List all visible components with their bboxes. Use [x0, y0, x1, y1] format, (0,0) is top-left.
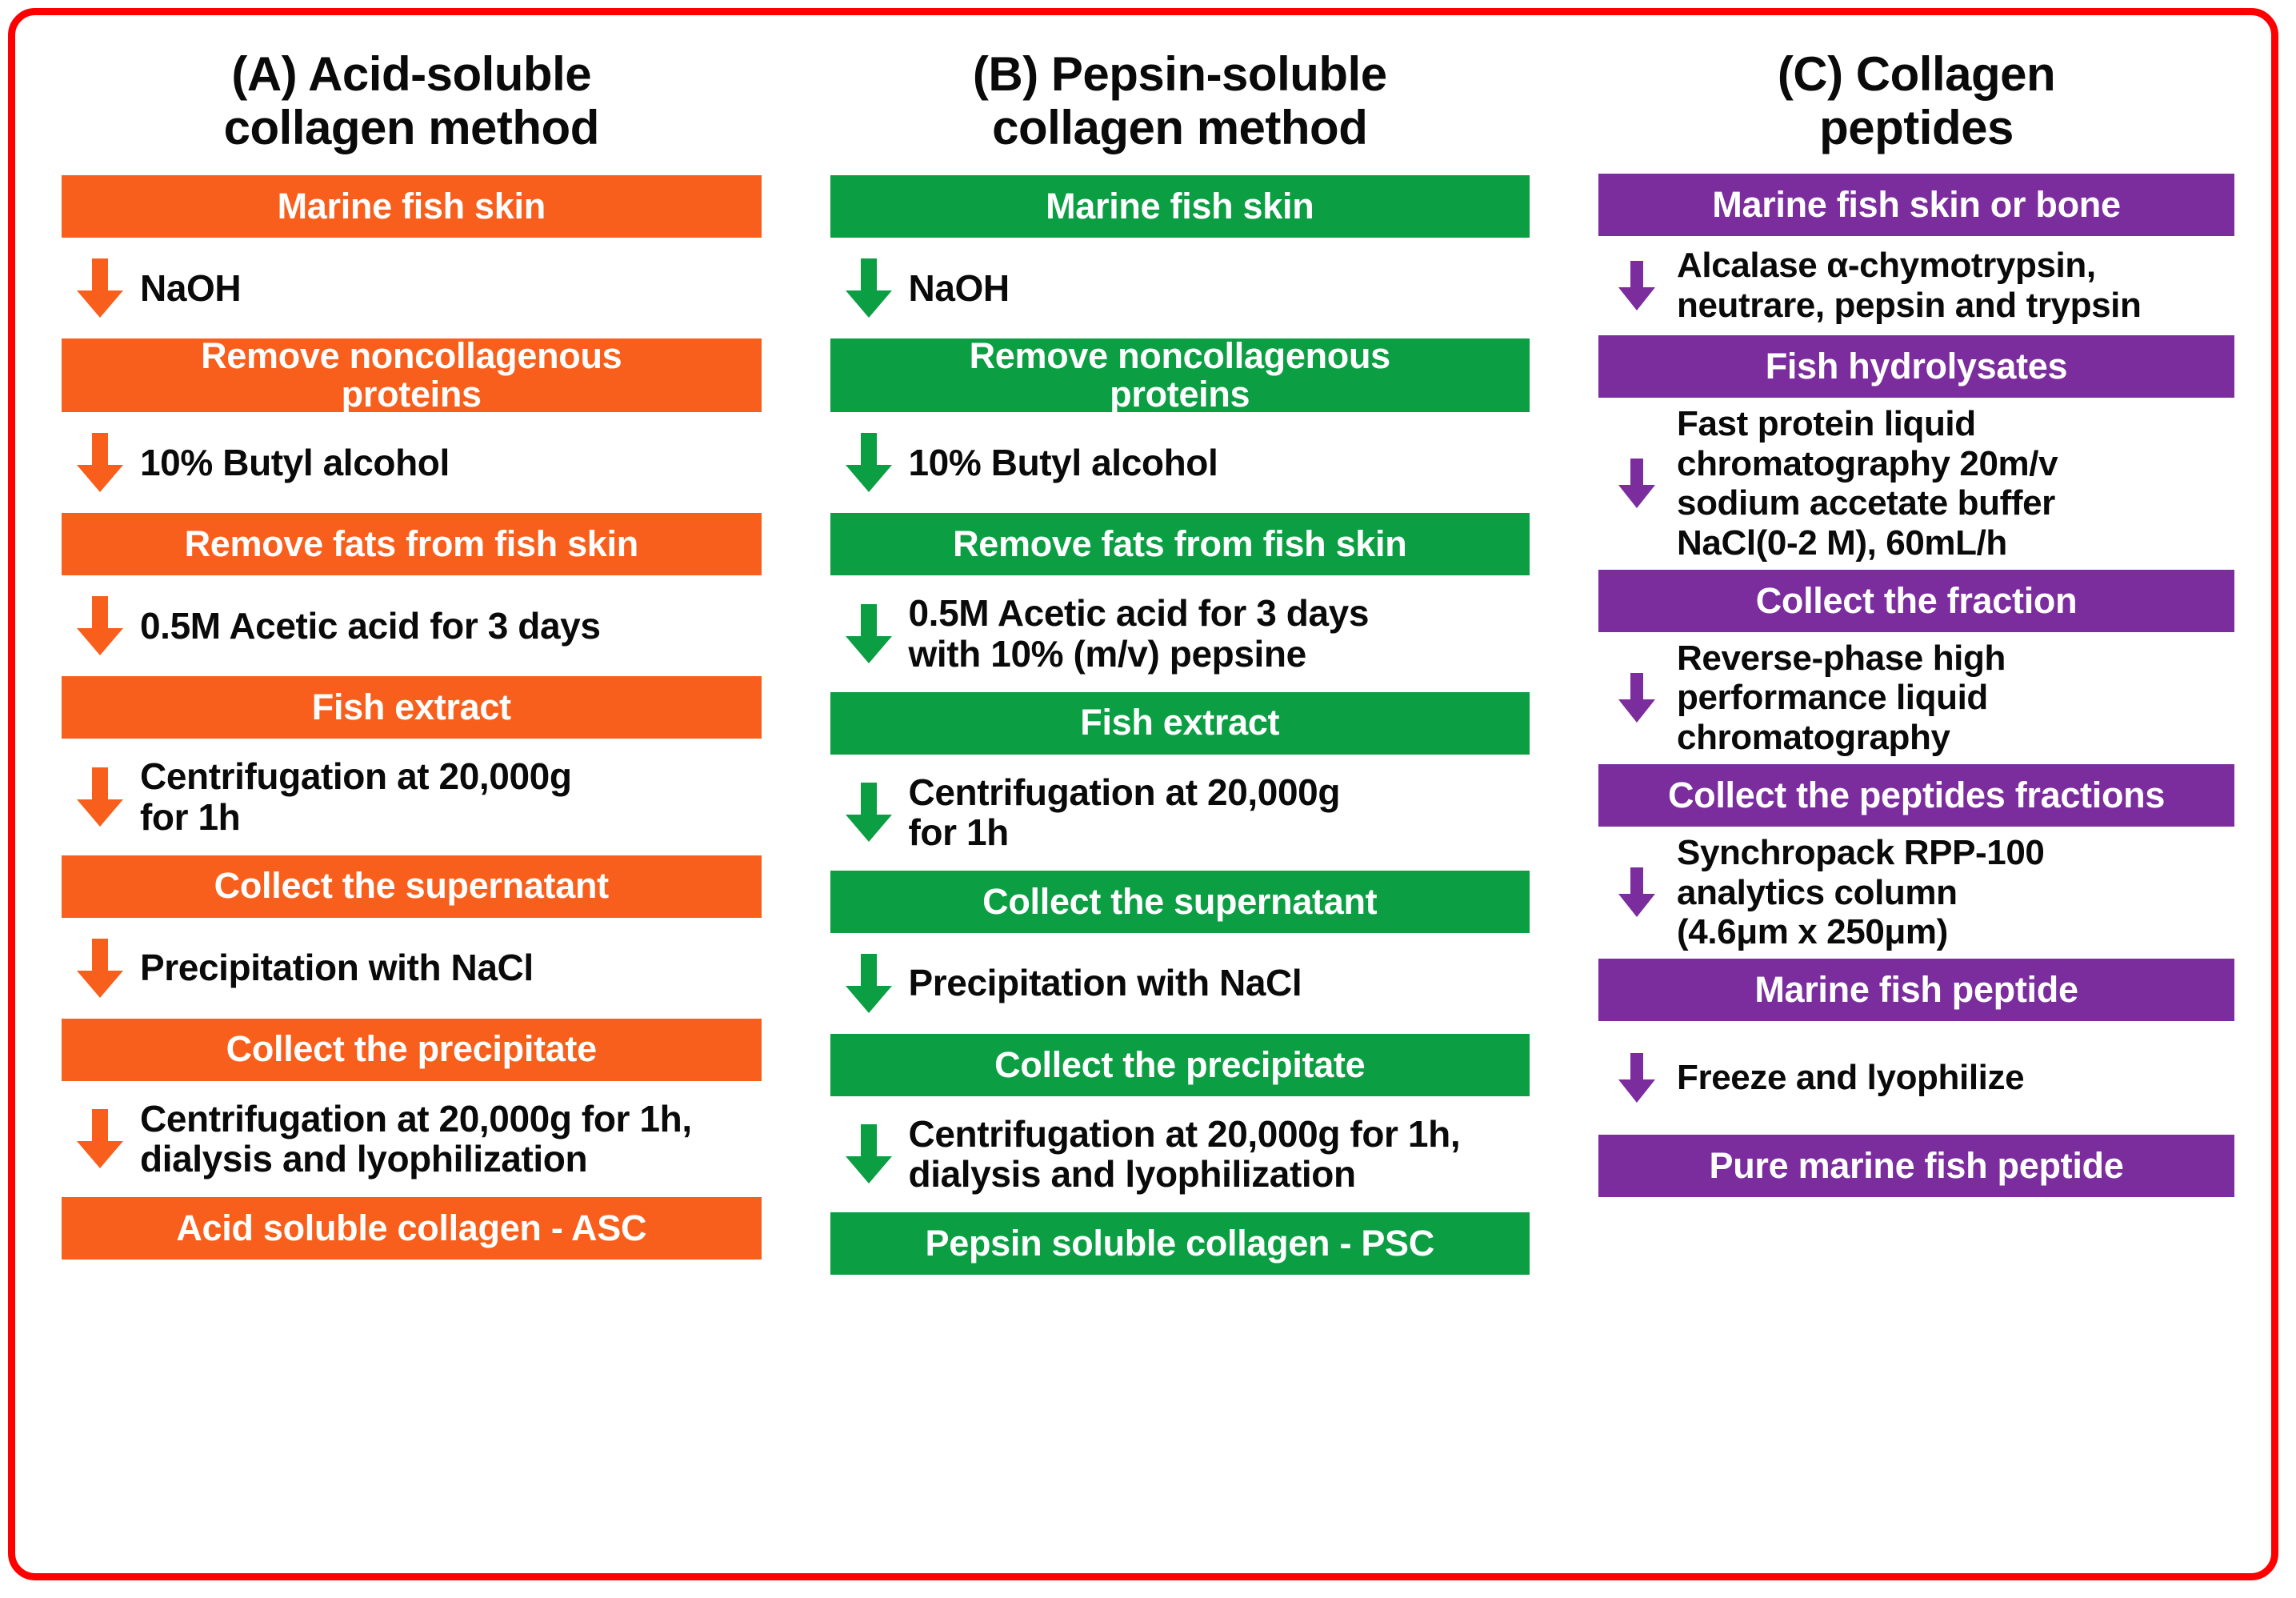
step-arrow-naoh: NaOH: [830, 258, 1530, 318]
step-arrow-rp-hplc: Reverse-phase high performance liquid ch…: [1598, 639, 2234, 758]
down-arrow-icon: [62, 1109, 138, 1169]
arrow-caption: Freeze and lyophilize: [1677, 1058, 2025, 1098]
step-box-remove-fats-from-fish-skin: Remove fats from fish skin: [830, 513, 1530, 576]
step-box-remove-noncollagenous-proteins: Remove noncollagenous proteins: [830, 337, 1530, 414]
arrow-caption: 0.5M Acetic acid for 3 days with 10% (m/…: [908, 592, 1370, 675]
down-arrow-icon: [830, 953, 907, 1013]
arrow-caption: Synchropack RPP-100 analytics column (4.…: [1677, 832, 2045, 952]
step-arrow-acetic-acid-pepsine: 0.5M Acetic acid for 3 days with 10% (m/…: [830, 593, 1530, 674]
step-arrow-butyl-alcohol: 10% Butyl alcohol: [830, 433, 1530, 493]
step-arrow-freeze-lyophilize: Freeze and lyophilize: [1598, 1053, 2234, 1103]
step-box-fish-extract: Fish extract: [62, 676, 762, 739]
arrow-caption: NaOH: [908, 267, 1010, 310]
arrow-caption: 10% Butyl alcohol: [908, 442, 1218, 484]
column-c-title: (C) Collagen peptides: [1777, 47, 2056, 155]
step-arrow-fplc: Fast protein liquid chromatography 20m/v…: [1598, 404, 2234, 563]
step-arrow-acetic-acid: 0.5M Acetic acid for 3 days: [62, 596, 762, 656]
step-box-collect-the-peptides-fractions: Collect the peptides fractions: [1598, 763, 2234, 827]
column-a-title: (A) Acid-soluble collagen method: [223, 47, 600, 155]
column-collagen-peptides: (C) Collagen peptides Marine fish skin o…: [1598, 30, 2234, 1197]
down-arrow-icon: [830, 783, 907, 843]
down-arrow-icon: [830, 603, 907, 663]
arrow-caption: Centrifugation at 20,000g for 1h: [140, 755, 572, 838]
down-arrow-icon: [62, 433, 138, 493]
down-arrow-icon: [62, 767, 138, 827]
step-box-remove-fats-from-fish-skin: Remove fats from fish skin: [62, 513, 762, 576]
step-arrow-centrifugation-1h: Centrifugation at 20,000g for 1h: [62, 756, 762, 837]
step-arrow-naoh: NaOH: [62, 258, 762, 318]
step-box-remove-noncollagenous-proteins: Remove noncollagenous proteins: [62, 337, 762, 414]
step-arrow-centrifugation-dialysis: Centrifugation at 20,000g for 1h, dialys…: [830, 1112, 1530, 1195]
arrow-caption: 10% Butyl alcohol: [140, 442, 450, 484]
step-box-collect-the-precipitate: Collect the precipitate: [62, 1018, 762, 1081]
down-arrow-icon: [1598, 261, 1675, 311]
step-box-marine-fish-peptide: Marine fish peptide: [1598, 959, 2234, 1021]
down-arrow-icon: [830, 1124, 907, 1184]
down-arrow-icon: [830, 433, 907, 493]
step-arrow-synchropack-column: Synchropack RPP-100 analytics column (4.…: [1598, 833, 2234, 952]
arrow-caption: 0.5M Acetic acid for 3 days: [140, 605, 601, 647]
down-arrow-icon: [62, 938, 138, 998]
arrow-caption: NaOH: [140, 267, 242, 310]
step-arrow-butyl-alcohol: 10% Butyl alcohol: [62, 433, 762, 493]
arrow-caption: Reverse-phase high performance liquid ch…: [1677, 638, 2006, 758]
down-arrow-icon: [1598, 673, 1675, 723]
down-arrow-icon: [1598, 459, 1675, 509]
step-box-collect-the-supernatant: Collect the supernatant: [830, 870, 1530, 933]
column-b-title: (B) Pepsin-soluble collagen method: [972, 47, 1387, 155]
flowchart-columns: (A) Acid-soluble collagen method Marine …: [15, 15, 2271, 1573]
down-arrow-icon: [830, 258, 907, 318]
step-box-pure-marine-fish-peptide: Pure marine fish peptide: [1598, 1135, 2234, 1197]
arrow-caption: Precipitation with NaCl: [908, 962, 1302, 1004]
down-arrow-icon: [1598, 1053, 1675, 1103]
step-box-marine-fish-skin: Marine fish skin: [830, 175, 1530, 238]
step-arrow-centrifugation-1h: Centrifugation at 20,000g for 1h: [830, 771, 1530, 854]
step-box-marine-fish-skin: Marine fish skin: [62, 175, 762, 238]
arrow-caption: Centrifugation at 20,000g for 1h, dialys…: [140, 1097, 692, 1180]
step-arrow-precipitation-nacl: Precipitation with NaCl: [62, 938, 762, 998]
arrow-caption: Precipitation with NaCl: [140, 947, 534, 989]
step-box-fish-extract: Fish extract: [830, 691, 1530, 755]
step-box-fish-hydrolysates: Fish hydrolysates: [1598, 334, 2234, 398]
arrow-caption: Centrifugation at 20,000g for 1h: [908, 771, 1341, 854]
arrow-caption: Centrifugation at 20,000g for 1h, dialys…: [908, 1112, 1461, 1195]
column-pepsin-soluble-collagen-method: (B) Pepsin-soluble collagen method Marin…: [830, 30, 1530, 1275]
step-box-marine-fish-skin-or-bone: Marine fish skin or bone: [1598, 174, 2234, 237]
step-box-collect-the-fraction: Collect the fraction: [1598, 569, 2234, 632]
down-arrow-icon: [62, 596, 138, 656]
arrow-caption: Alcalase α-chymotrypsin, neutrare, pepsi…: [1677, 246, 2142, 326]
step-box-acid-soluble-collagen-asc: Acid soluble collagen - ASC: [62, 1196, 762, 1260]
step-arrow-centrifugation-dialysis: Centrifugation at 20,000g for 1h, dialys…: [62, 1097, 762, 1180]
column-acid-soluble-collagen-method: (A) Acid-soluble collagen method Marine …: [62, 30, 762, 1260]
step-box-collect-the-precipitate: Collect the precipitate: [830, 1033, 1530, 1096]
step-arrow-enzymes: Alcalase α-chymotrypsin, neutrare, pepsi…: [1598, 246, 2234, 325]
step-arrow-precipitation-nacl: Precipitation with NaCl: [830, 953, 1530, 1013]
figure-frame: (A) Acid-soluble collagen method Marine …: [8, 8, 2278, 1580]
down-arrow-icon: [1598, 867, 1675, 918]
down-arrow-icon: [62, 258, 138, 318]
step-box-pepsin-soluble-collagen-psc: Pepsin soluble collagen - PSC: [830, 1212, 1530, 1275]
arrow-caption: Fast protein liquid chromatography 20m/v…: [1677, 403, 2058, 563]
step-box-collect-the-supernatant: Collect the supernatant: [62, 855, 762, 918]
